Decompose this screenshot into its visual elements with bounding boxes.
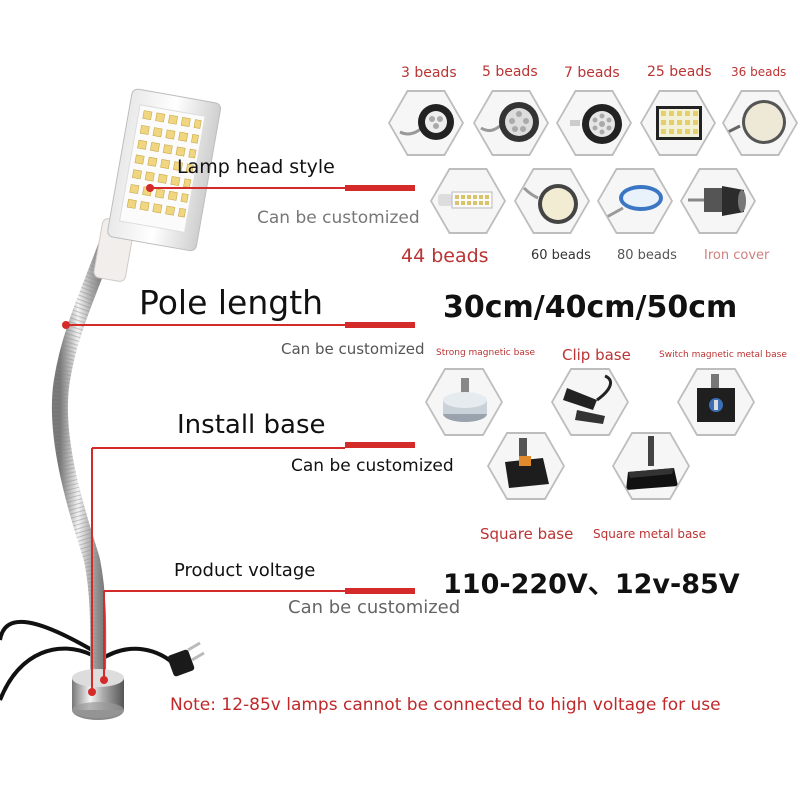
lamp-head-caption-5-beads: 5 beads — [482, 64, 538, 80]
bar-lamp-44-beads-icon — [430, 168, 506, 234]
base-caption-switch-magnetic: Switch magnetic metal base — [659, 350, 787, 360]
disc-lamp-60-beads-icon — [514, 168, 590, 234]
lamp-head-caption-25-beads: 25 beads — [647, 64, 712, 80]
lamp-head — [107, 88, 222, 252]
base-caption-square: Square base — [480, 525, 574, 543]
disc-lamp-36-beads-icon — [722, 90, 798, 156]
lamp-head-caption-iron-cover: Iron cover — [704, 248, 770, 263]
lamp-head-caption-36-beads: 36 beads — [731, 65, 787, 79]
voltage-warning-note: Note: 12-85v lamps cannot be connected t… — [170, 695, 721, 715]
product-voltage-subtitle: Can be customized — [288, 597, 461, 618]
lamp-head-caption-60-beads: 60 beads — [531, 248, 591, 263]
magnetic-base — [72, 669, 124, 720]
lamp-head-style-subtitle: Can be customized — [257, 208, 420, 228]
gooseneck-pole — [51, 222, 120, 688]
round-lamp-5-beads-icon — [473, 90, 549, 156]
power-plug-icon — [167, 641, 205, 677]
lamp-head-caption-44-beads: 44 beads — [401, 245, 489, 267]
product-voltage-value: 110-220V、12v-85V — [443, 569, 740, 600]
square-base-icon — [487, 432, 565, 500]
pole-length-value: 30cm/40cm/50cm — [443, 290, 738, 325]
lamp-head-caption-80-beads: 80 beads — [617, 248, 677, 263]
base-caption-clip: Clip base — [562, 346, 631, 364]
base-caption-strong-magnetic: Strong magnetic base — [436, 348, 536, 358]
pole-length-subtitle: Can be customized — [281, 340, 425, 358]
square-metal-base-icon — [612, 432, 690, 500]
pole-length-title: Pole length — [139, 283, 324, 322]
panel-lamp-25-beads-icon — [640, 90, 716, 156]
magnetic-base-icon — [425, 368, 503, 436]
lamp-head-style-title: Lamp head style — [177, 156, 335, 178]
lamp-head-caption-7-beads: 7 beads — [564, 65, 620, 81]
install-base-subtitle: Can be customized — [291, 456, 454, 476]
oval-lamp-80-beads-icon — [597, 168, 673, 234]
iron-cover-lamp-icon — [680, 168, 756, 234]
leader-lines — [66, 185, 415, 692]
lamp-head-caption-3-beads: 3 beads — [401, 65, 457, 81]
base-caption-square-metal: Square metal base — [593, 527, 706, 541]
switch-magnetic-base-icon — [677, 368, 755, 436]
install-base-title: Install base — [177, 410, 326, 440]
clip-base-icon — [551, 368, 629, 436]
product-voltage-title: Product voltage — [174, 560, 316, 581]
round-lamp-7-beads-icon — [556, 90, 632, 156]
gooseneck-lamp-illustration — [0, 88, 415, 720]
